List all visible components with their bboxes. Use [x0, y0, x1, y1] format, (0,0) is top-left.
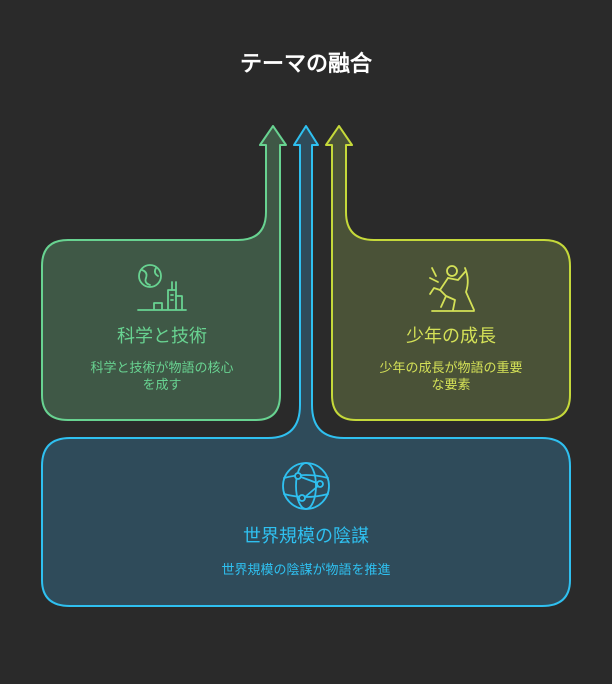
- growth-card-text: 少年の成長 少年の成長が物語の重要 な要素: [351, 322, 551, 394]
- science-heading: 科学と技術: [117, 326, 207, 347]
- conspiracy-card-text: 世界規模の陰謀 世界規模の陰謀が物語を推進: [156, 522, 456, 579]
- science-card: [41, 125, 287, 421]
- conspiracy-description: 世界規模の陰謀が物語を推進: [221, 563, 391, 578]
- growth-description-line1: 少年の成長が物語の重要: [379, 361, 523, 376]
- growth-heading: 少年の成長: [406, 326, 496, 347]
- science-description: 科学と技術が物語の核心 を成す: [62, 360, 262, 394]
- page-title: テーマの融合: [239, 52, 372, 77]
- growth-description: 少年の成長が物語の重要 な要素: [351, 360, 551, 394]
- science-description-line1: 科学と技術が物語の核心: [90, 361, 234, 376]
- climbing-person-icon: [429, 265, 475, 312]
- science-card-text: 科学と技術 科学と技術が物語の核心 を成す: [62, 322, 262, 394]
- network-globe-icon: [282, 462, 330, 510]
- conspiracy-card: [41, 125, 571, 607]
- conspiracy-heading: 世界規模の陰謀: [243, 526, 369, 547]
- growth-description-line2: な要素: [431, 378, 471, 393]
- globe-building-icon: [137, 264, 187, 311]
- science-description-line2: を成す: [142, 378, 182, 393]
